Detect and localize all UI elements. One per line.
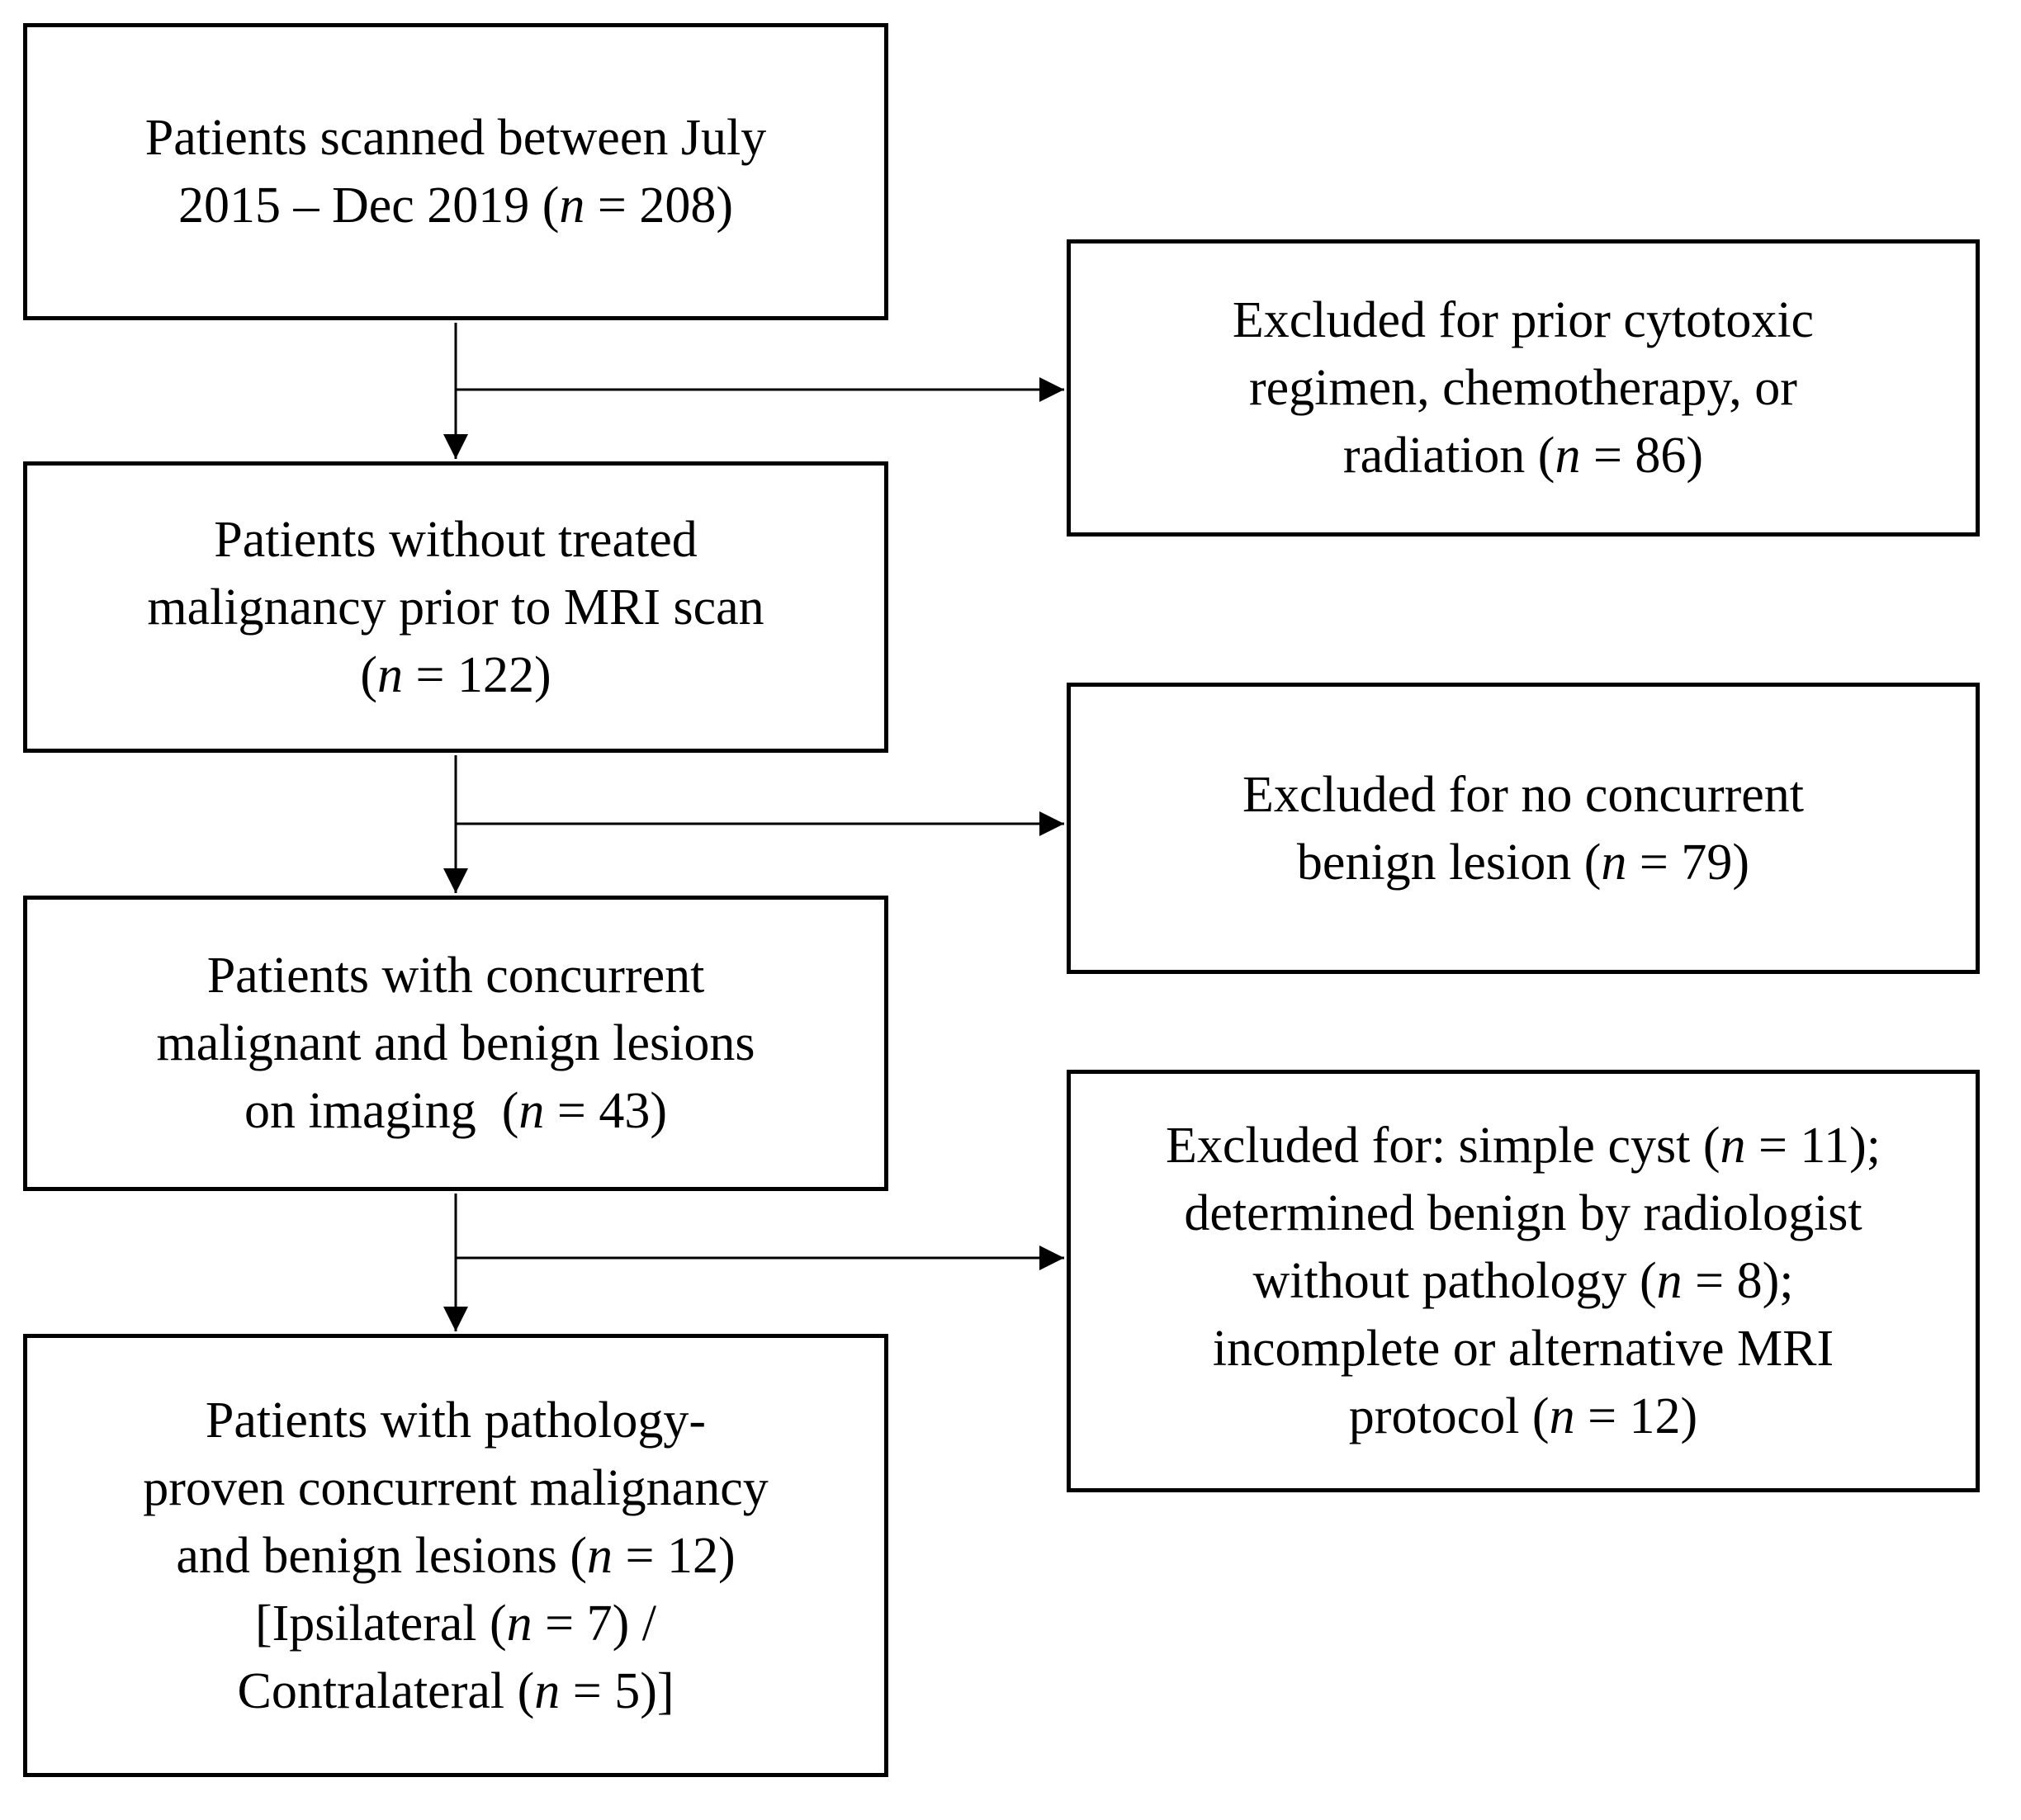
box-patients-pathology-proven: Patients with pathology-proven concurren… bbox=[23, 1334, 888, 1777]
box-patients-pathology-proven-text: Patients with pathology-proven concurren… bbox=[143, 1392, 769, 1719]
box-excluded-cyst-benign-protocol-text: Excluded for: simple cyst (n = 11);deter… bbox=[1165, 1118, 1881, 1444]
box-excluded-cyst-benign-protocol: Excluded for: simple cyst (n = 11);deter… bbox=[1067, 1070, 1980, 1492]
